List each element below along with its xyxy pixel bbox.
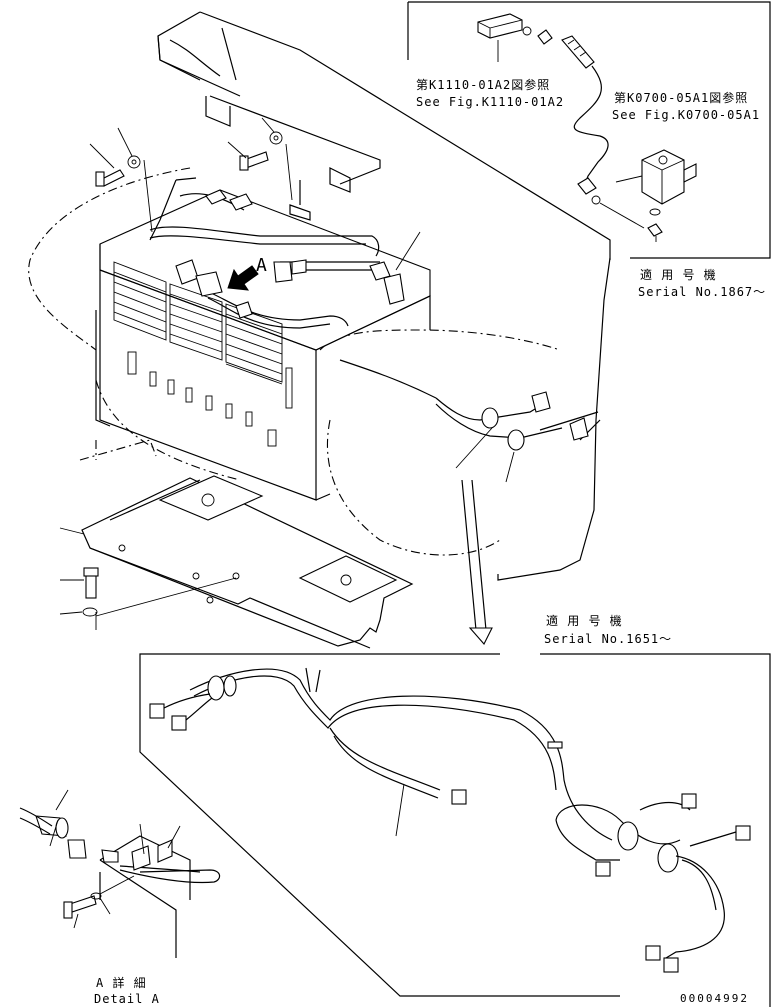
drawing-number: 00004992 [680,992,749,1005]
bolts-upper [95,131,283,187]
phantom-outline [28,167,561,556]
reference-inset-box [407,1,771,259]
view-a-arrow [227,265,259,291]
view-marker-a: A [256,255,268,276]
battery-cables [149,177,405,329]
serial-lower-en: Serial No.1651～ [544,632,673,646]
reference-2-en: See Fig.K0700-05A1 [612,108,761,122]
serial-lower-jp: 適 用 号 機 [546,614,623,628]
detail-a-en: Detail A [94,992,160,1006]
harness-upper [339,359,589,483]
leader-lines-upper [89,117,421,271]
detail-a-drawing [19,789,221,958]
detail-a-jp: A 詳 細 [96,976,147,990]
reference-1-en: See Fig.K1110-01A2 [416,95,565,109]
section-arrow [461,479,493,645]
battery-tray [59,475,414,649]
reference-2-jp: 第K0700-05A1図参照 [614,91,749,105]
serial-upper-en: Serial No.1867～ [638,285,767,299]
reference-1-jp: 第K1110-01A2図参照 [416,78,551,92]
bolts-lower [59,567,99,630]
lower-inset-box [139,653,771,1007]
serial-upper-jp: 適 用 号 機 [640,268,717,282]
